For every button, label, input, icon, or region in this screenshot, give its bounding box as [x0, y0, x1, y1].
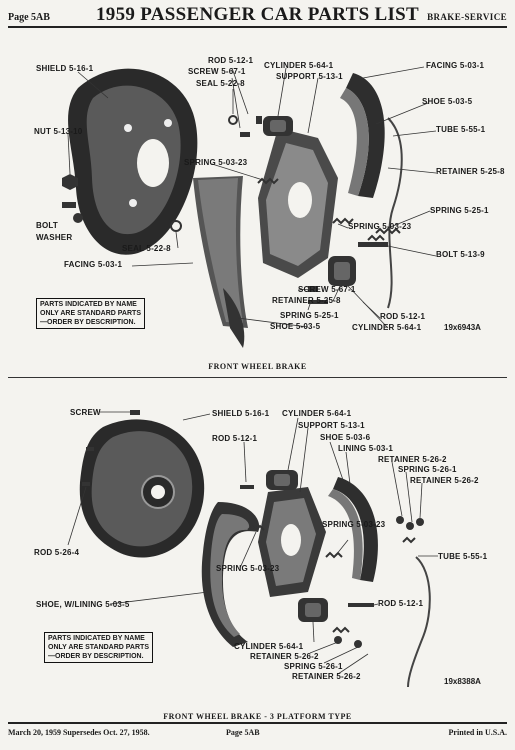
label-cylinder-top: CYLINDER 5-64-1: [282, 409, 352, 418]
cylinder-top-illustration: [266, 470, 298, 490]
page-header: Page 5AB 1959 PASSENGER CAR PARTS LIST B…: [8, 4, 507, 28]
header-page-number: Page 5AB: [8, 12, 50, 23]
figure-caption: FRONT WHEEL BRAKE: [208, 362, 307, 371]
notice-line: ONLY ARE STANDARD PARTS: [48, 644, 149, 651]
label-shoe-lining: SHOE, W/LINING 5-03-5: [36, 600, 130, 609]
label-retainer-low-b: RETAINER 5-26-2: [292, 672, 361, 681]
notice-line: ONLY ARE STANDARD PARTS: [40, 310, 141, 317]
shoe-lining-illustration: [201, 502, 260, 647]
label-rod-top: ROD 5-12-1: [212, 434, 258, 443]
label-spring-low: SPRING 5-03-23: [348, 222, 412, 231]
label-shield: SHIELD 5-16-1: [212, 409, 270, 418]
figure-code: 19x8388A: [444, 677, 481, 686]
label-cylinder-low: CYLINDER 5-64-1: [234, 642, 304, 651]
page-footer: March 20, 1959 Supersedes Oct. 27, 1958.…: [8, 722, 507, 742]
cylinder-top-illustration: [263, 116, 293, 136]
label-spring-low: SPRING 5-26-1: [284, 662, 343, 671]
label-support: SUPPORT 5-13-1: [298, 421, 365, 430]
platform-brake-diagram: [67, 410, 438, 688]
leader-lines: [67, 411, 438, 675]
front-wheel-brake-figure: SHIELD 5-16-1 ROD 5-12-1 SCREW 5-67-1 SE…: [8, 28, 507, 371]
label-retainer-a: RETAINER 5-26-2: [378, 455, 447, 464]
springs-illustration: [247, 524, 416, 634]
label-cylinder-low: CYLINDER 5-64-1: [352, 323, 422, 332]
notice-line: PARTS INDICATED BY NAME: [48, 635, 145, 642]
label-spring-mid: SPRING 5-03-23: [184, 158, 248, 167]
shield-illustration: [68, 68, 198, 255]
lower-facing-illustration: [193, 176, 248, 328]
cylinder-low-illustration: [298, 598, 328, 622]
standard-parts-notice: PARTS INDICATED BY NAME ONLY ARE STANDAR…: [36, 298, 145, 329]
lower-shoe-illustration: [223, 288, 245, 348]
label-washer: WASHER: [36, 233, 73, 242]
label-rod-left: ROD 5-26-4: [34, 548, 80, 557]
label-retainer-b: RETAINER 5-26-2: [410, 476, 479, 485]
right-shoe-illustration: [328, 477, 378, 582]
leader-lines: [67, 66, 437, 329]
page-title: 1959 PASSENGER CAR PARTS LIST: [96, 4, 419, 25]
label-support: SUPPORT 5-13-1: [276, 72, 343, 81]
label-rod-low: ROD 5-12-1: [380, 312, 426, 321]
footer-printed: Printed in U.S.A.: [448, 728, 507, 737]
platform-brake-figure: SCREW SHIELD 5-16-1 CYLINDER 5-64-1 SUPP…: [8, 392, 507, 721]
support-plate-illustration: [258, 487, 326, 597]
label-tube: TUBE 5-55-1: [438, 552, 488, 561]
figure-caption: FRONT WHEEL BRAKE - 3 PLATFORM TYPE: [163, 712, 352, 721]
label-bolt-right: BOLT 5-13-9: [436, 250, 485, 259]
notice-line: PARTS INDICATED BY NAME: [40, 301, 137, 308]
label-spring-bottom: SPRING 5-25-1: [280, 311, 339, 320]
section-divider: [8, 377, 507, 378]
label-bolt-left: BOLT: [36, 221, 58, 230]
label-spring-right: SPRING 5-25-1: [430, 206, 489, 215]
label-retainer-right: RETAINER 5-25-8: [436, 167, 505, 176]
label-spring-mid: SPRING 5-03-23: [322, 520, 386, 529]
label-nut: NUT 5-13-10: [34, 127, 83, 136]
label-seal-low: SEAL 5-22-8: [122, 244, 171, 253]
label-spring-left: SPRING 5-03-23: [216, 564, 280, 573]
label-facing-low: FACING 5-03-1: [64, 260, 123, 269]
tube-illustration: [387, 117, 403, 309]
label-shoe-top: SHOE 5-03-6: [320, 433, 371, 442]
small-parts-illustration: [62, 115, 388, 304]
upper-shoe-illustration: [340, 73, 385, 198]
label-spring-a: SPRING 5-26-1: [398, 465, 457, 474]
label-screw-top: SCREW 5-67-1: [188, 67, 246, 76]
notice-line: —ORDER BY DESCRIPTION.: [40, 319, 136, 326]
label-seal-top: SEAL 5-22-8: [196, 79, 245, 88]
notice-line: —ORDER BY DESCRIPTION.: [48, 653, 144, 660]
shield-illustration: [79, 419, 205, 558]
label-cylinder-top: CYLINDER 5-64-1: [264, 61, 334, 70]
label-screw: SCREW: [70, 408, 101, 417]
header-section: BRAKE-SERVICE: [427, 12, 507, 22]
label-facing-top: FACING 5-03-1: [426, 61, 485, 70]
label-retainer-low-a: RETAINER 5-26-2: [250, 652, 319, 661]
label-screw-low: SCREW 5-67-1: [298, 285, 356, 294]
label-lining: LINING 5-03-1: [338, 444, 394, 453]
tube-illustration: [407, 556, 431, 688]
springs-illustration: [257, 177, 401, 242]
support-plate-illustration: [258, 128, 338, 278]
footer-date: March 20, 1959 Supersedes Oct. 27, 1958.: [8, 728, 150, 737]
figure-code: 19x6943A: [444, 323, 481, 332]
label-retainer-low: RETAINER 5-25-8: [272, 296, 341, 305]
label-rod-top: ROD 5-12-1: [208, 56, 254, 65]
front-wheel-brake-diagram: [62, 66, 437, 348]
label-shield: SHIELD 5-16-1: [36, 64, 94, 73]
label-shoe-low: SHOE 5-03-5: [270, 322, 321, 331]
label-rod-right: ROD 5-12-1: [378, 599, 424, 608]
footer-page: Page 5AB: [226, 728, 260, 737]
standard-parts-notice: PARTS INDICATED BY NAME ONLY ARE STANDAR…: [44, 632, 153, 663]
cylinder-low-illustration: [328, 256, 356, 286]
label-tube: TUBE 5-55-1: [436, 125, 486, 134]
label-shoe-top: SHOE 5-03-5: [422, 97, 473, 106]
small-parts-illustration: [82, 410, 424, 648]
